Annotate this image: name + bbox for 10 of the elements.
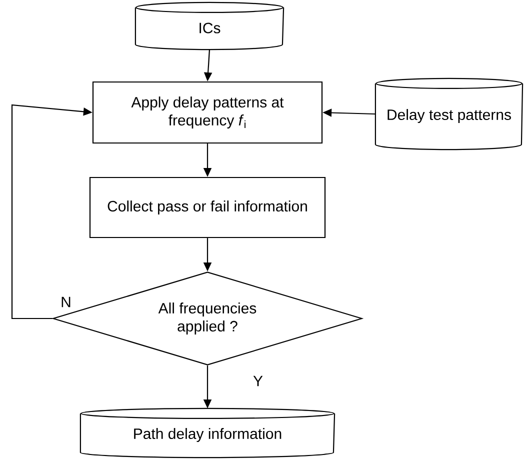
storage-drum: Path delay information (80, 408, 336, 458)
process-box: Apply delay patterns at frequency f$_{i}$ (92, 81, 323, 144)
storage-drum: Delay test patterns (374, 78, 524, 150)
process-box: Collect pass or fail information (89, 176, 326, 238)
node-label: ICs (200, 22, 220, 34)
edge-label: N (60, 296, 72, 308)
storage-drum: ICs (134, 2, 284, 50)
node-label: Path delay information (134, 428, 282, 442)
edge-label: Y (252, 374, 264, 388)
node-label: Delay test patterns (388, 109, 511, 123)
